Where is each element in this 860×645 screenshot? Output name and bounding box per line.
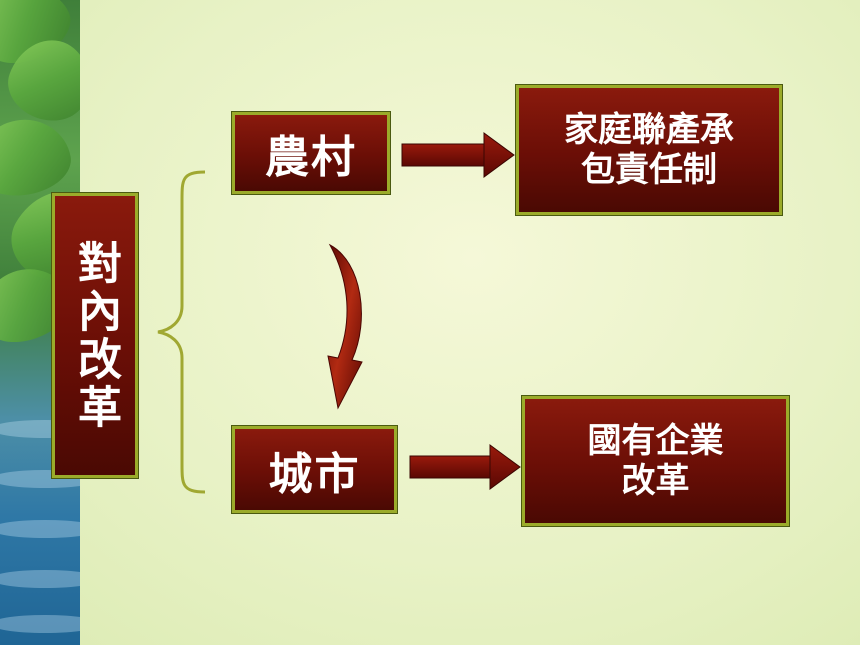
curly-brace: [157, 170, 206, 494]
node-rural-label: 農村: [265, 132, 357, 183]
arrow-rural-to-result: [401, 132, 515, 178]
water-ripple: [0, 570, 80, 588]
water-ripple: [0, 615, 80, 633]
curved-arrow-rural-to-urban: [327, 243, 363, 410]
node-rural-result-line1: 家庭聯產承: [564, 110, 734, 150]
node-rural-result: 家庭聯產承 包責任制: [515, 84, 783, 216]
water-ripple: [0, 520, 80, 538]
node-urban-result-line1: 國有企業: [587, 421, 724, 461]
node-rural-result-line2: 包責任制: [581, 150, 717, 190]
arrow-urban-to-result: [409, 444, 521, 490]
title-box-internal-reform: 對內改革: [51, 192, 139, 479]
node-rural: 農村: [231, 111, 391, 195]
node-urban-result-line2: 改革: [621, 461, 690, 501]
title-box-label: 對內改革: [70, 239, 121, 432]
node-urban: 城市: [231, 425, 398, 514]
node-urban-label: 城市: [268, 448, 361, 500]
node-urban-result: 國有企業 改革: [521, 395, 790, 527]
